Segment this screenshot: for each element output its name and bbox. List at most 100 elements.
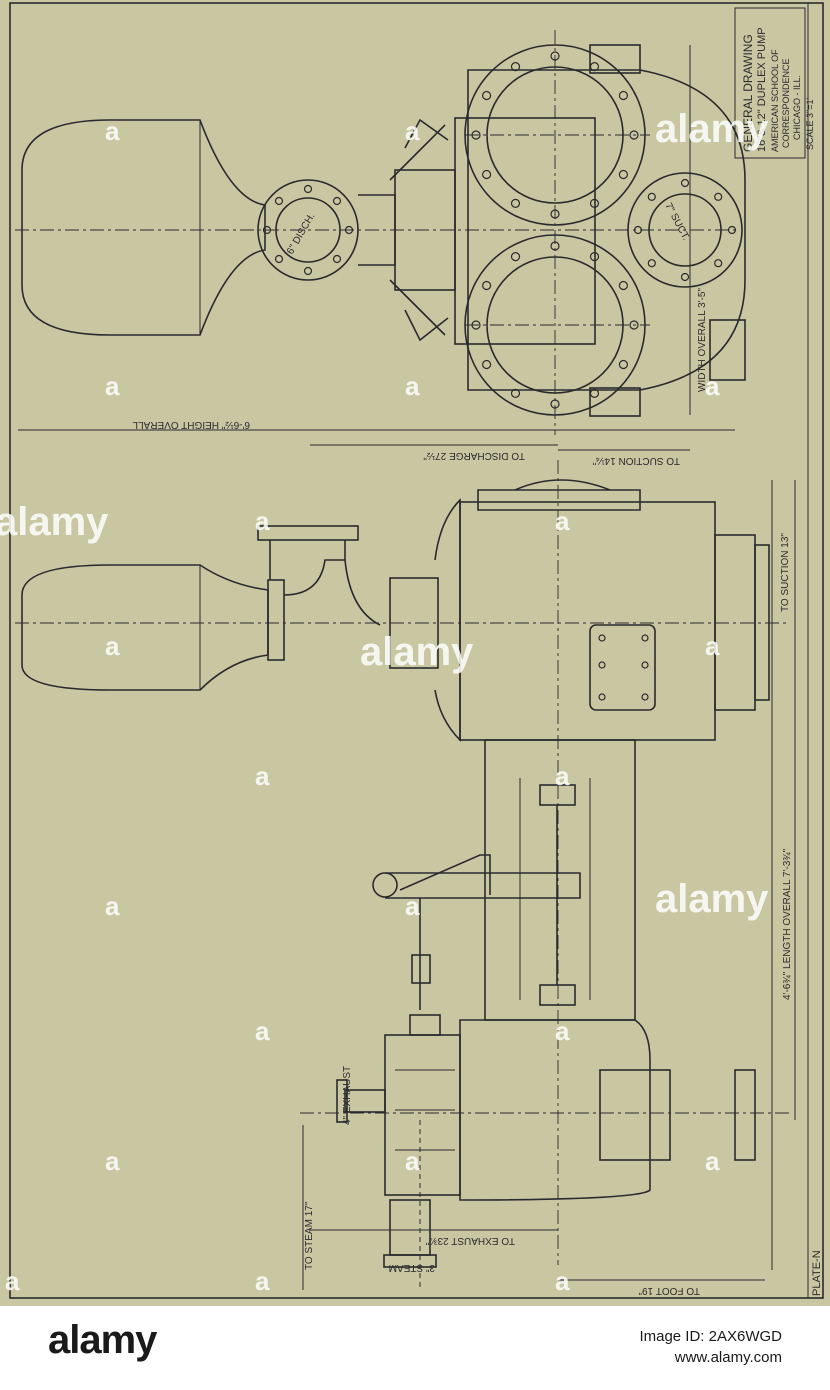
rocker-pivot	[372, 872, 398, 898]
to-suction-end-label: TO SUCTION 14¼"	[592, 455, 680, 467]
watermark-letter: a	[105, 631, 120, 661]
watermark-letter: a	[555, 1266, 570, 1296]
watermark-letter: a	[5, 1266, 20, 1296]
height-overall-label: 6'-6½" HEIGHT OVERALL	[132, 419, 250, 430]
watermark-letter: a	[405, 891, 420, 921]
rod-coupling-bottom	[539, 984, 576, 1006]
valve-rod-clevis	[411, 954, 431, 984]
steam-chest	[384, 1034, 461, 1196]
air-chamber-side	[21, 564, 269, 691]
flange-bolt	[510, 388, 521, 398]
watermark-letter: a	[105, 1146, 120, 1176]
discharge-top-flange	[257, 525, 359, 541]
watermark-word: alamy	[655, 107, 769, 151]
steam-size-label: 3" STEAM	[389, 1262, 435, 1273]
watermark-letter: a	[405, 371, 420, 401]
watermark-letter: a	[705, 631, 720, 661]
water-end-top-flange	[477, 489, 641, 511]
suction-size-label: 7" SUCT.	[662, 201, 691, 242]
flange-bolt	[510, 61, 521, 72]
flange-bolt	[680, 178, 690, 188]
side-view: 4" EXHAUST 3" STEAM	[15, 460, 790, 1290]
foot-flange	[734, 1069, 756, 1161]
foot-bottom	[589, 387, 641, 417]
length-overall-label: 4'-6¾" LENGTH OVERALL 7'-3¾"	[782, 848, 793, 1000]
title-line-1: GENERAL DRAWING	[741, 34, 755, 152]
flange-bolt	[680, 272, 690, 282]
flange-bolt	[332, 254, 342, 264]
flange-bolt	[482, 280, 492, 291]
flange-bolt	[629, 130, 639, 140]
body-gussets	[389, 124, 446, 336]
watermark-letter: a	[255, 506, 270, 536]
site-url-text[interactable]: www.alamy.com	[674, 1349, 782, 1366]
exhaust-size-label: 4" EXHAUST	[342, 1066, 353, 1125]
to-suction-side-label: TO SUCTION 13"	[780, 533, 791, 612]
water-end-nozzle	[434, 498, 461, 742]
steam-cylinder	[459, 1019, 651, 1201]
valve-chest-body	[467, 69, 746, 391]
exhaust-flange	[336, 1079, 348, 1123]
flange-bolt	[618, 359, 629, 370]
suction-flange-face	[754, 544, 770, 701]
flange-bolt	[589, 252, 600, 262]
flange-bolt	[647, 259, 656, 268]
flange-bolt	[618, 169, 629, 180]
pump-drawing-svg: GENERAL DRAWING 16"& 12" DUPLEX PUMP AME…	[0, 2, 824, 1299]
flange-bolt	[618, 90, 629, 101]
stock-banner: alamy Image ID: 2AX6WGD www.alamy.com	[0, 1306, 830, 1390]
length-dimensions: TO SUCTION 13" 4'-6¾" LENGTH OVERALL 7'-…	[302, 480, 796, 1296]
steam-flange	[383, 1254, 437, 1268]
watermark-letter: a	[405, 1146, 420, 1176]
watermark-letter: a	[405, 116, 420, 146]
stuffing-box	[409, 1014, 441, 1036]
watermark-letter: a	[555, 506, 570, 536]
watermark-letter: a	[555, 761, 570, 791]
title-line-5: CHICAGO - ILL.	[792, 75, 802, 140]
image-id-block: Image ID: 2AX6WGD www.alamy.com	[639, 1326, 782, 1368]
title-line-4: CORRESPONDENCE	[781, 58, 791, 148]
discharge-size-label: 6" DISCH.	[285, 211, 317, 256]
valve-chest-box	[454, 117, 596, 345]
cover-bolt	[641, 693, 649, 701]
title-block: GENERAL DRAWING 16"& 12" DUPLEX PUMP AME…	[734, 7, 815, 159]
flange-bolt	[482, 359, 492, 370]
watermark-letter: a	[105, 371, 120, 401]
discharge-riser	[269, 540, 346, 580]
flange-bolt	[303, 184, 313, 194]
watermark-letter: a	[705, 1146, 720, 1176]
image-id-text: Image ID: 2AX6WGD	[639, 1328, 782, 1345]
watermark-letter: a	[705, 371, 720, 401]
watermark-letter: a	[105, 891, 120, 921]
to-discharge-label: TO DISCHARGE 27½"	[423, 450, 525, 461]
flange-bolt	[714, 192, 723, 201]
cover-bolt	[641, 661, 649, 669]
watermark-word: alamy	[0, 500, 109, 544]
watermark-word: alamy	[360, 630, 474, 674]
to-foot-label: TO FOOT 19"	[638, 1285, 700, 1296]
flange-bolt	[510, 198, 521, 208]
sheet-border	[9, 2, 824, 1299]
title-line-6: SCALE 3"=1'	[805, 98, 815, 150]
title-line-3: AMERICAN SCHOOL OF	[770, 49, 780, 152]
to-exhaust-label: TO EXHAUST 23¾"	[425, 1235, 515, 1246]
flange-bolt	[274, 196, 284, 206]
alamy-logo[interactable]: alamy	[48, 1318, 157, 1362]
watermark-letter: a	[105, 116, 120, 146]
flange-bolt	[647, 192, 656, 201]
watermark-letter: a	[255, 1016, 270, 1046]
flange-bolt	[274, 254, 284, 264]
body-ribs	[404, 118, 449, 342]
to-steam-label: TO STEAM 17"	[304, 1201, 315, 1270]
foot-top	[589, 44, 641, 74]
flange-bolt	[629, 320, 639, 330]
engineering-drawing-sheet: GENERAL DRAWING 16"& 12" DUPLEX PUMP AME…	[0, 0, 830, 1306]
title-line-2: 16"& 12" DUPLEX PUMP	[756, 27, 768, 152]
flange-bolt	[482, 90, 492, 101]
flange-bolt	[714, 259, 723, 268]
watermark-letter: a	[555, 1016, 570, 1046]
plate-label: PLATE-N	[811, 1250, 823, 1296]
suction-flange-side	[714, 534, 756, 711]
foot-bracket	[599, 1069, 671, 1161]
